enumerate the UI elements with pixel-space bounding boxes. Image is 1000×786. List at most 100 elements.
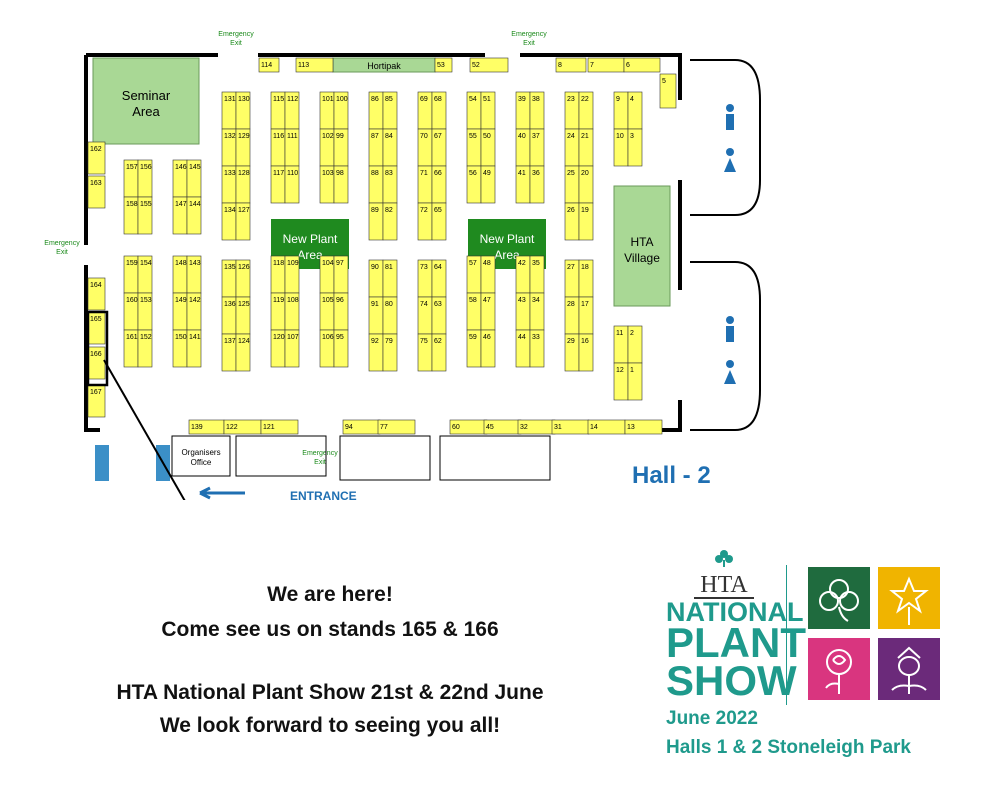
- stand-label-164: 164: [90, 282, 102, 289]
- organisers-office: [171, 435, 231, 477]
- stand-label-23: 23: [567, 96, 575, 103]
- brand-plant: PLANT: [666, 619, 806, 666]
- stand-label-27: 27: [567, 264, 575, 271]
- stand-label-13: 13: [627, 424, 635, 431]
- brand-venue: Halls 1 & 2 Stoneleigh Park: [666, 737, 911, 758]
- stand-16: [578, 333, 594, 372]
- stand-label-127: 127: [238, 207, 250, 214]
- stand-label-97: 97: [336, 260, 344, 267]
- brand-divider: [786, 565, 787, 705]
- stand-113: [295, 57, 334, 73]
- stand-label-105: 105: [322, 297, 334, 304]
- stand-label-24: 24: [567, 133, 575, 140]
- side-room: [439, 435, 551, 481]
- stand-label-117: 117: [273, 170, 284, 177]
- stand-label-118: 118: [273, 260, 284, 267]
- stand-label-8: 8: [558, 62, 562, 69]
- brand-national: NATIONAL: [666, 597, 804, 627]
- stand-label-104: 104: [322, 260, 334, 267]
- entrance-arrow: [199, 486, 245, 500]
- stand-95: [333, 329, 349, 368]
- stand-label-80: 80: [385, 301, 393, 308]
- stand-label-37: 37: [532, 133, 540, 140]
- stand-19: [578, 202, 594, 241]
- stand-label-162: 162: [90, 146, 102, 153]
- restroom-outline-top: [690, 59, 761, 216]
- stand-label-55: 55: [469, 133, 477, 140]
- stand-label-82: 82: [385, 207, 393, 214]
- stand-label-143: 143: [189, 260, 201, 267]
- stand-label-107: 107: [287, 334, 299, 341]
- stand-label-86: 86: [371, 96, 379, 103]
- shamrock-icon: [715, 550, 733, 567]
- svg-text:Emergency: Emergency: [511, 31, 547, 38]
- daffodil-tile: [876, 565, 942, 631]
- stand-141: [186, 329, 202, 368]
- stand-46: [480, 329, 496, 368]
- stand-label-102: 102: [322, 133, 334, 140]
- stand-label-139: 139: [191, 424, 203, 431]
- stand-label-112: 112: [287, 96, 298, 103]
- stand-label-18: 18: [581, 264, 589, 271]
- stand-label-113: 113: [298, 62, 309, 69]
- stand-label-114: 114: [261, 62, 272, 69]
- svg-text:Emergency: Emergency: [218, 31, 254, 38]
- stand-label-5: 5: [662, 78, 666, 85]
- stand-label-103: 103: [322, 170, 334, 177]
- callout-we-are-here: We are here!: [267, 583, 393, 606]
- stand-label-100: 100: [336, 96, 348, 103]
- stand-label-106: 106: [322, 334, 334, 341]
- stand-label-124: 124: [238, 338, 250, 345]
- stand-124: [235, 333, 251, 372]
- stand-label-68: 68: [434, 96, 442, 103]
- stand-52: [469, 57, 509, 73]
- stand-label-58: 58: [469, 297, 477, 304]
- hta-village-label: HTA: [630, 235, 653, 249]
- stand-79: [382, 333, 398, 372]
- stand-label-147: 147: [175, 201, 187, 208]
- stand-label-161: 161: [126, 334, 138, 341]
- stand-label-99: 99: [336, 133, 344, 140]
- stand-label-32: 32: [520, 424, 528, 431]
- new-plant-label-2b: Area: [494, 248, 520, 262]
- svg-text:Exit: Exit: [56, 249, 68, 256]
- stand-82: [382, 202, 398, 241]
- stand-label-16: 16: [581, 338, 589, 345]
- new-plant-label-1b: Area: [297, 248, 323, 262]
- stand-label-142: 142: [189, 297, 201, 304]
- stand-label-135: 135: [224, 264, 236, 271]
- stand-label-52: 52: [472, 62, 480, 69]
- stand-label-75: 75: [420, 338, 428, 345]
- stand-label-71: 71: [420, 170, 428, 177]
- daffodil-icon: [889, 576, 929, 625]
- stand-label-51: 51: [483, 96, 491, 103]
- stands-165-166-highlight: [86, 310, 109, 387]
- stand-label-141: 141: [189, 334, 201, 341]
- stand-label-12: 12: [616, 367, 624, 374]
- new-plant-label-1: New Plant: [283, 232, 338, 246]
- stand-98: [333, 165, 349, 204]
- stand-label-88: 88: [371, 170, 379, 177]
- brand-date: June 2022: [666, 708, 758, 729]
- stand-label-130: 130: [238, 96, 250, 103]
- stand-label-43: 43: [518, 297, 526, 304]
- seminar-area: [92, 57, 200, 145]
- stand-label-59: 59: [469, 334, 477, 341]
- stand-label-108: 108: [287, 297, 299, 304]
- stand-label-9: 9: [616, 96, 620, 103]
- stand-label-74: 74: [420, 301, 428, 308]
- stand-127: [235, 202, 251, 241]
- svg-text:Emergency: Emergency: [44, 240, 80, 247]
- stand-label-111: 111: [287, 133, 298, 140]
- stand-label-48: 48: [483, 260, 491, 267]
- stand-label-83: 83: [385, 170, 393, 177]
- hta-wordmark: HTA: [694, 573, 754, 599]
- stand-8: [555, 57, 587, 73]
- stand-label-63: 63: [434, 301, 442, 308]
- stand-33: [529, 329, 545, 368]
- stand-label-145: 145: [189, 164, 201, 171]
- toilet-icons: [724, 104, 736, 384]
- stand-label-87: 87: [371, 133, 379, 140]
- stand-label-94: 94: [345, 424, 353, 431]
